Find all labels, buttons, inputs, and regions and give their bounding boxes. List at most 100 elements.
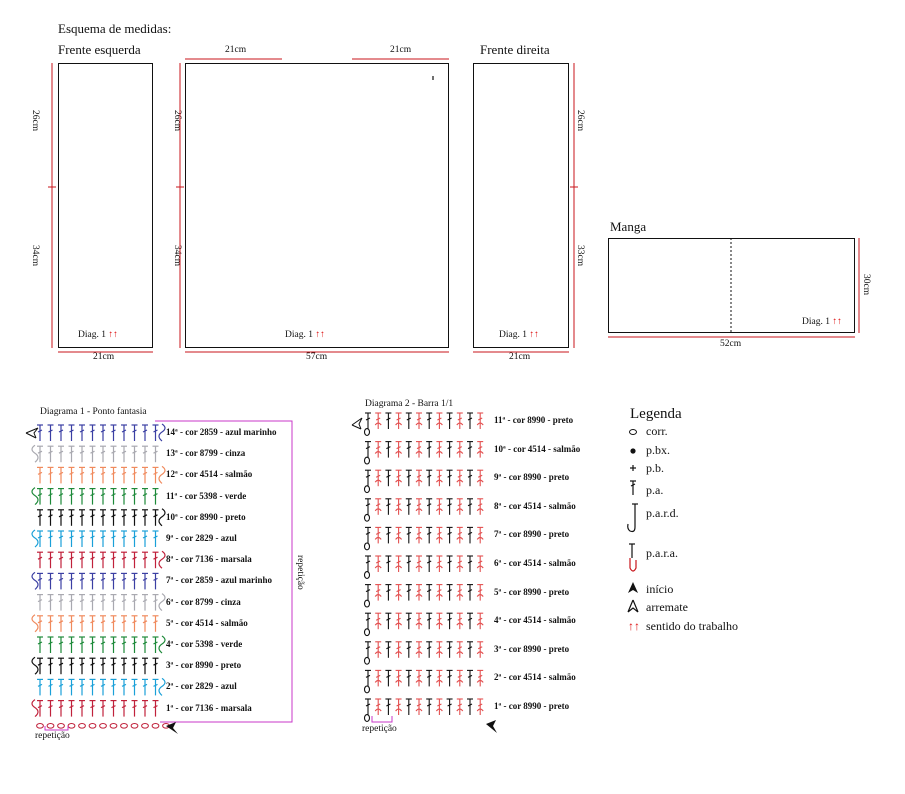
diagram1-row-stitches <box>37 677 166 696</box>
start-arrow-icon <box>628 582 638 593</box>
diagram2-row-stitches <box>363 641 484 665</box>
diagram1-row-stitches <box>37 550 166 569</box>
legend-label-pa: p.a. <box>646 483 664 497</box>
work-direction-icon: ↑↑ <box>108 330 118 340</box>
front-left-width: 21cm <box>93 352 115 362</box>
diagram1-row-stitches <box>31 444 159 463</box>
diagram1-row-stitches <box>37 423 166 442</box>
diagram1-repeat-bottom: repetição <box>35 731 70 741</box>
diagram1-row-label: 8ª - cor 7136 - marsala <box>166 554 252 565</box>
front-right-width: 21cm <box>509 352 531 362</box>
sleeve-label: Manga <box>610 219 647 234</box>
front-post-dc-icon <box>627 503 638 533</box>
work-direction-icon: ↑↑ <box>832 317 842 327</box>
back-top-right-width: 21cm <box>390 45 412 55</box>
sleeve-width: 52cm <box>720 339 742 349</box>
diagram2-row-label: 9ª - cor 8990 - preto <box>494 472 570 483</box>
legend-label-arremate: arremate <box>646 600 688 614</box>
diagram1-row-label: 5ª - cor 4514 - salmão <box>166 617 248 628</box>
start-arrow-icon <box>486 720 497 733</box>
diagram2-row-stitches <box>363 555 484 579</box>
legend-label-pard: p.a.r.d. <box>646 506 679 520</box>
diagram1-row-label: 3ª - cor 8990 - preto <box>166 660 242 671</box>
diagram1-row-stitches <box>31 656 159 675</box>
diagram1-row-label: 12ª - cor 4514 - salmão <box>166 469 253 480</box>
legend-title: Legenda <box>630 406 682 422</box>
diagram1-row-label: 13ª - cor 8799 - cinza <box>166 448 246 459</box>
work-direction-icon: ↑↑ <box>529 330 539 340</box>
front-left-diag: Diag. 1 ↑↑ <box>78 330 118 340</box>
double-crochet-icon <box>630 480 636 495</box>
diagram2-row-stitches <box>363 469 484 494</box>
diagram1-row-label: 2ª - cor 2829 - azul <box>166 681 237 692</box>
diagram1-row-stitches <box>37 635 166 654</box>
diagram1-row-stitches <box>37 593 166 612</box>
finish-arrow-icon <box>351 417 363 430</box>
diagram2-row-label: 6ª - cor 4514 - salmão <box>494 558 576 568</box>
diagram2-title: Diagrama 2 - Barra 1/1 <box>365 399 454 409</box>
back-diag: Diag. 1 ↑↑ <box>285 330 325 340</box>
work-direction-icon: ↑↑ <box>628 619 640 633</box>
back-panel <box>185 63 449 348</box>
page-title: Esquema de medidas: <box>58 21 172 36</box>
diagram2-row-stitches <box>363 498 484 522</box>
start-arrow-icon <box>166 722 178 734</box>
diagram1-row-label: 9ª - cor 2829 - azul <box>166 533 237 543</box>
front-right-diag: Diag. 1 ↑↑ <box>499 330 539 340</box>
diagram2-row-label: 3ª - cor 8990 - preto <box>494 643 570 654</box>
diagram2-row-label: 4ª - cor 4514 - salmão <box>494 615 576 626</box>
legend-work-direction: ↑↑ sentido do trabalho <box>628 619 738 633</box>
chain-icon <box>629 429 637 435</box>
single-crochet-icon <box>630 465 636 471</box>
diagram1-row-label: 10ª - cor 8990 - preto <box>166 511 246 522</box>
diagram2-row-label: 1ª - cor 8990 - preto <box>494 701 570 711</box>
diagram1-row-label: 4ª - cor 5398 - verde <box>166 639 243 649</box>
slip-stitch-icon <box>630 448 636 454</box>
diagram2-row-stitches <box>363 526 484 551</box>
legend-label-pb: p.b. <box>646 461 664 475</box>
diagram2-row-stitches <box>363 412 484 436</box>
diagram1-row-label: 7ª - cor 2859 - azul marinho <box>166 575 273 586</box>
diagram1-row-stitches <box>37 465 166 484</box>
front-right-label: Frente direita <box>480 42 550 57</box>
diagram2-row-stitches <box>363 669 484 694</box>
work-direction-icon: ↑↑ <box>315 330 325 340</box>
back-top-left-width: 21cm <box>225 45 247 55</box>
finish-arrow-icon <box>627 599 639 613</box>
diagram2-row-stitches <box>363 584 484 608</box>
diagram2-repeat-bottom: repetição <box>362 724 397 734</box>
front-left-panel <box>58 63 153 348</box>
front-right-panel <box>473 63 569 348</box>
legend-label-pbx: p.bx. <box>646 443 670 457</box>
finish-arrow-icon <box>25 427 39 439</box>
front-left-label: Frente esquerda <box>58 42 141 57</box>
diagram2-row-label: 10ª - cor 4514 - salmão <box>494 443 581 454</box>
diagram1-row-stitches <box>31 529 159 548</box>
back-post-dc-icon <box>629 543 637 572</box>
diagram2-row-label: 8ª - cor 4514 - salmão <box>494 500 576 511</box>
diagram2-row-stitches <box>363 441 484 465</box>
diagram1-repeat-bracket <box>155 420 293 723</box>
diagram1-title: Diagrama 1 - Ponto fantasia <box>40 407 147 417</box>
diagram2-repeat-bracket <box>371 716 393 723</box>
diagram2-row-label: 11ª - cor 8990 - preto <box>494 415 574 425</box>
diagram1-row-label: 6ª - cor 8799 - cinza <box>166 596 241 607</box>
diagram1-row-stitches <box>31 699 159 718</box>
diagram1-row-label: 14ª - cor 2859 - azul marinho <box>166 427 277 437</box>
diagram1-row-stitches <box>31 571 159 590</box>
sleeve-diag: Diag. 1 ↑↑ <box>802 317 842 327</box>
legend-label-corr: corr. <box>646 424 668 438</box>
diagram1-repeat-bottom-bracket <box>44 726 69 731</box>
diagram2-row-label: 5ª - cor 8990 - preto <box>494 586 570 597</box>
diagram1-row-label: 11ª - cor 5398 - verde <box>166 490 247 501</box>
diagram2-row-label: 2ª - cor 4514 - salmão <box>494 672 576 683</box>
diagram2-row-stitches <box>363 698 484 722</box>
diagram1-row-stitches <box>31 487 159 506</box>
diagram1-row-stitches <box>37 508 166 527</box>
legend-label-inicio: início <box>646 582 674 596</box>
